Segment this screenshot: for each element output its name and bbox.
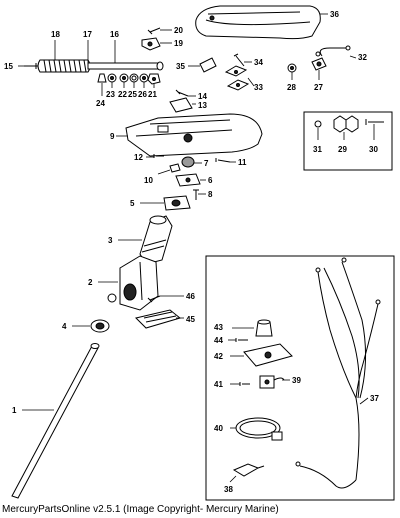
callout-44: 44 [214, 336, 223, 345]
callout-11: 11 [238, 158, 247, 167]
part-42-stator-plate [243, 343, 293, 367]
part-18-handle-grip [37, 59, 91, 73]
part-36-top-cover [195, 5, 321, 40]
callout-20: 20 [174, 26, 183, 35]
part-13-bracket [169, 97, 193, 113]
callout-16: 16 [110, 30, 119, 39]
part-34-screw [233, 53, 245, 67]
part-25-spring [129, 73, 139, 83]
electrical-inset-box [205, 255, 395, 501]
callout-42: 42 [214, 352, 223, 361]
callout-30: 30 [369, 145, 378, 154]
callout-31: 31 [313, 145, 322, 154]
part-4-clamp-ring [90, 319, 110, 333]
callout-37: 37 [370, 394, 379, 403]
part-35-bumper [199, 57, 217, 73]
part-2-head-housing [107, 255, 159, 311]
part-29-hex-nut [333, 115, 359, 133]
part-24-small-washer [97, 73, 107, 83]
small-parts-box [303, 111, 393, 171]
callout-26: 26 [138, 90, 147, 99]
part-32-wire-lead [315, 45, 351, 57]
callout-15: 15 [4, 62, 13, 71]
callout-5: 5 [130, 199, 135, 208]
callout-38: 38 [224, 485, 233, 494]
callout-41: 41 [214, 380, 223, 389]
callout-39: 39 [292, 376, 301, 385]
part-17-throttle-tube [87, 61, 164, 71]
callout-6: 6 [208, 176, 213, 185]
part-31-washer [314, 120, 322, 128]
callout-12: 12 [134, 153, 143, 162]
callout-9: 9 [110, 132, 115, 141]
part-46-screw [147, 295, 161, 303]
callout-1: 1 [12, 406, 17, 415]
callout-40: 40 [214, 424, 223, 433]
part-27-indicator-light [311, 57, 327, 71]
part-5-collar [163, 195, 191, 211]
part-14-screw [175, 89, 189, 97]
callout-10: 10 [144, 176, 153, 185]
part-9-tiller-housing [125, 113, 263, 157]
callout-22: 22 [118, 90, 127, 99]
callout-17: 17 [83, 30, 92, 39]
part-1-shaft [11, 343, 100, 499]
callout-24: 24 [96, 99, 105, 108]
part-23-bushing [107, 73, 117, 83]
part-40-clamp-band [235, 417, 283, 441]
callout-46: 46 [186, 292, 195, 301]
part-44-screw [235, 338, 248, 342]
callout-25: 25 [128, 90, 137, 99]
callout-36: 36 [330, 10, 339, 19]
callout-45: 45 [186, 315, 195, 324]
callout-3: 3 [108, 236, 113, 245]
part-39-switch [259, 375, 285, 389]
callout-32: 32 [358, 53, 367, 62]
callout-13: 13 [198, 101, 207, 110]
part-33-terminal-block [224, 65, 250, 91]
callout-34: 34 [254, 58, 263, 67]
part-37-wire-harness [295, 257, 381, 489]
callout-18: 18 [51, 30, 60, 39]
part-26-washer [139, 73, 149, 83]
callout-28: 28 [287, 83, 296, 92]
part-20-screw [147, 27, 161, 35]
part-10-friction-block [169, 163, 181, 173]
callout-8: 8 [208, 190, 213, 199]
part-43-light-cap [255, 319, 273, 337]
part-19-throttle-cam [141, 37, 161, 51]
part-30-bolt [365, 119, 384, 125]
part-7-knob [181, 156, 195, 168]
part-11-screw [215, 158, 231, 163]
callout-29: 29 [338, 145, 347, 154]
part-6-bracket [175, 173, 201, 187]
copyright-caption: MercuryPartsOnline v2.5.1 (Image Copyrig… [2, 504, 279, 515]
callout-21: 21 [148, 90, 157, 99]
part-38-battery-clip [232, 463, 265, 477]
part-22-washer [119, 73, 129, 83]
part-41-screw [239, 382, 250, 386]
callout-4: 4 [62, 322, 67, 331]
part-28-nut [287, 63, 297, 73]
callout-19: 19 [174, 39, 183, 48]
part-8-screw [193, 189, 199, 200]
part-45-plate [135, 309, 182, 329]
part-3-coupling [139, 215, 173, 265]
callout-27: 27 [314, 83, 323, 92]
callout-23: 23 [106, 90, 115, 99]
callout-7: 7 [204, 159, 209, 168]
callout-43: 43 [214, 323, 223, 332]
part-21-nut [147, 73, 161, 85]
callout-14: 14 [198, 92, 207, 101]
callout-2: 2 [88, 278, 93, 287]
callout-33: 33 [254, 83, 263, 92]
callout-35: 35 [176, 62, 185, 71]
